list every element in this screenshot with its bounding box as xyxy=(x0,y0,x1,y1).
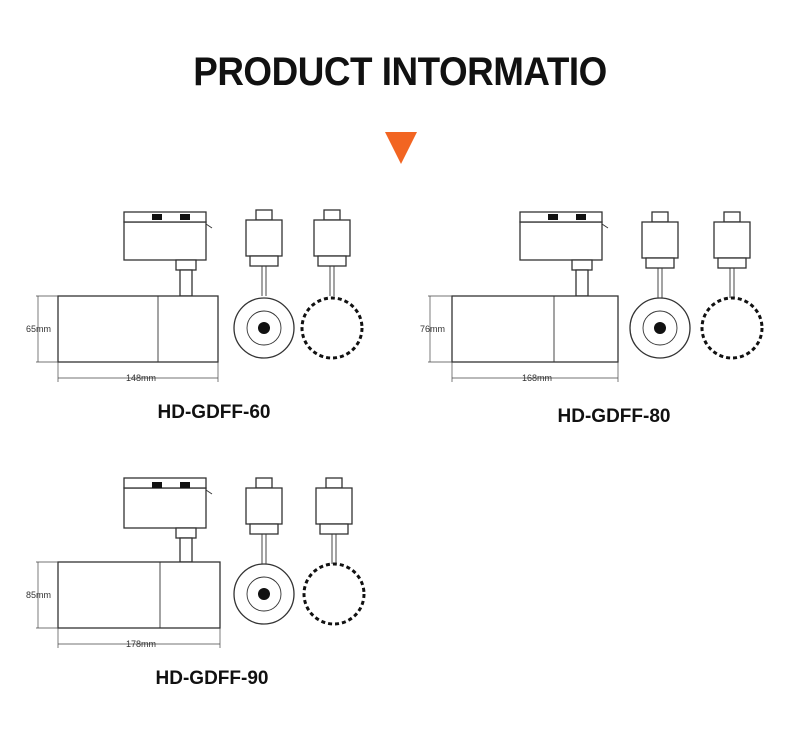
product-drawing-60: 65mm 148mm xyxy=(26,209,364,383)
model-label-60: HD-GDFF-60 xyxy=(157,402,271,423)
model-label-90: HD-GDFF-90 xyxy=(155,668,269,689)
down-arrow-icon xyxy=(385,132,417,164)
model-label-80: HD-GDFF-80 xyxy=(557,406,671,427)
length-dimension-label: 178mm xyxy=(126,639,156,649)
product-drawing-80: 76mm 168mm xyxy=(420,211,764,383)
height-dimension-label: 76mm xyxy=(420,324,445,334)
length-dimension-label: 148mm xyxy=(126,373,156,383)
height-dimension-label: 65mm xyxy=(26,324,51,334)
height-dimension-label: 85mm xyxy=(26,590,51,600)
product-drawing-90: 85mm 178mm xyxy=(26,477,366,649)
page-title: PRODUCT INTORMATIO xyxy=(193,50,607,94)
length-dimension-label: 168mm xyxy=(522,373,552,383)
